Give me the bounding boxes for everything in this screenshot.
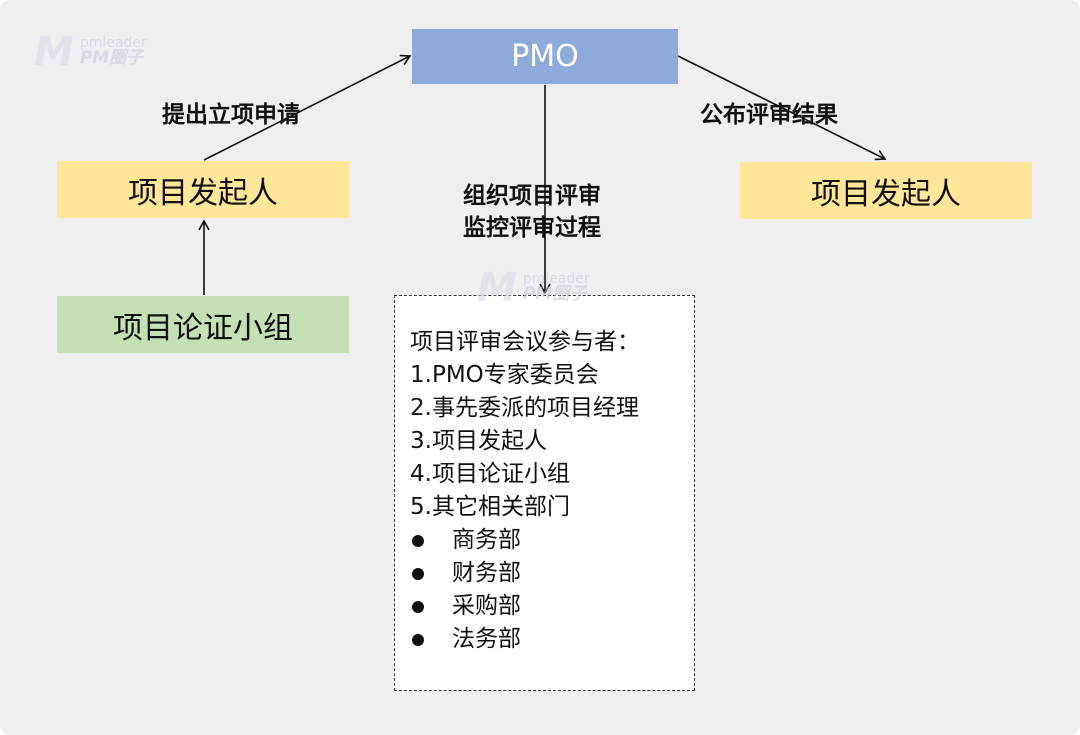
department-item: 商务部 [410, 524, 694, 557]
department-label: 法务部 [452, 626, 521, 652]
department-item: 采购部 [410, 590, 694, 623]
participants-box: M pmleader PM圈子 项目评审会议参与者： 1.PMO专家委员会 2.… [394, 268, 695, 691]
department-item: 法务部 [410, 623, 694, 656]
department-label: 采购部 [452, 593, 521, 619]
department-label: 财务部 [452, 560, 521, 586]
label-organize-review: 组织项目评审 [463, 183, 601, 209]
watermark-mark-center: M [477, 265, 517, 311]
participant-item: 5.其它相关部门 [410, 494, 570, 520]
watermark-logo: M pmleader PM圈子 [34, 32, 147, 72]
watermark-line2-center: PM圈子 [522, 284, 587, 305]
participants-title: 项目评审会议参与者： [410, 329, 640, 355]
label-submit-application: 提出立项申请 [162, 102, 300, 128]
arrow-initiator-to-pmo [203, 54, 412, 161]
watermark-line2: PM圈子 [79, 48, 144, 69]
initiator-box-left: 项目发起人 [57, 161, 349, 218]
department-label: 商务部 [452, 527, 521, 553]
arrow-pmo-to-initiator [677, 55, 887, 161]
review-group-box: 项目论证小组 [57, 296, 349, 353]
initiator-box-right: 项目发起人 [740, 162, 1032, 219]
label-publish-results: 公布评审结果 [700, 102, 838, 128]
department-item: 财务部 [410, 557, 694, 590]
bullet-icon [412, 600, 424, 613]
watermark-logo-center: M pmleader PM圈子 [477, 268, 590, 308]
bullet-icon [412, 567, 424, 580]
watermark-mark: M [34, 29, 74, 75]
pmo-box: PMO [412, 29, 678, 84]
participant-item: 1.PMO专家委员会 [410, 362, 599, 388]
participant-item: 4.项目论证小组 [410, 461, 570, 487]
bullet-icon [412, 633, 424, 646]
bullet-icon [412, 534, 424, 547]
watermark-line1-center: pmleader [522, 270, 590, 287]
participant-item: 2.事先委派的项目经理 [410, 395, 639, 421]
participant-item: 3.项目发起人 [410, 428, 547, 454]
watermark-line1: pmleader [79, 34, 147, 51]
label-monitor-review: 监控评审过程 [463, 215, 601, 241]
